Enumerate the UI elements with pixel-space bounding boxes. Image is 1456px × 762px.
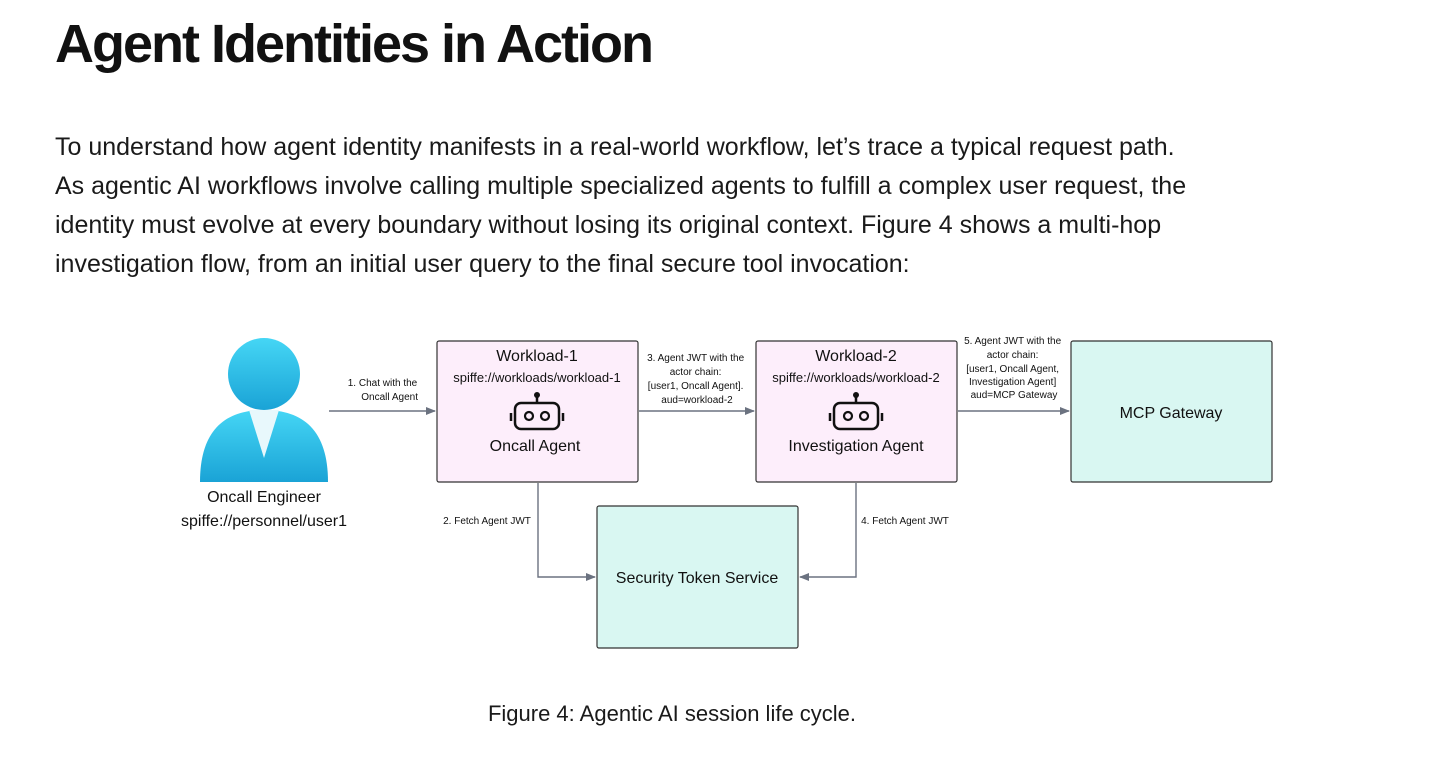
workload-2-spiffe: spiffe://workloads/workload-2	[772, 370, 939, 385]
edge-label-4: 4. Fetch Agent JWT	[861, 516, 949, 527]
edge-fetch-jwt-1	[537, 483, 596, 581]
security-token-service-label: Security Token Service	[616, 570, 779, 587]
edge-label-line: Oncall Agent	[361, 392, 418, 403]
robot-icon	[828, 392, 884, 431]
edge-label-line: 1. Chat with the	[348, 378, 418, 389]
intro-line: identity must evolve at every boundary w…	[55, 211, 1162, 239]
mcp-gateway-label: MCP Gateway	[1120, 405, 1223, 422]
edge-label-line: 3. Agent JWT with the	[647, 353, 745, 364]
edge-label-line: 5. Agent JWT with the	[964, 336, 1062, 347]
edge-label-line: actor chain:	[987, 350, 1039, 361]
robot-icon	[509, 392, 565, 431]
intro-line: investigation flow, from an initial user…	[55, 250, 910, 278]
edge-label-line: aud=MCP Gateway	[971, 390, 1058, 401]
edge-fetch-jwt-2	[799, 483, 857, 581]
workload-1-spiffe: spiffe://workloads/workload-1	[453, 370, 620, 385]
security-token-service-box	[596, 505, 799, 649]
edge-label-line: 2. Fetch Agent JWT	[443, 516, 531, 527]
edge-label-5: 5. Agent JWT with the actor chain: [user…	[964, 336, 1064, 401]
workload-2-box	[755, 340, 958, 483]
edge-label-3: 3. Agent JWT with the actor chain: [user…	[647, 353, 747, 406]
person-icon	[200, 338, 328, 482]
workload-1-box	[436, 340, 639, 483]
edge-label-2: 2. Fetch Agent JWT	[443, 516, 531, 527]
workload-1-agent-label: Oncall Agent	[490, 438, 581, 455]
edge-label-1: 1. Chat with the Oncall Agent	[348, 378, 420, 403]
mcp-gateway-box	[1070, 340, 1273, 483]
workload-2-title: Workload-2	[815, 348, 897, 365]
edge-label-line: [user1, Oncall Agent,	[966, 364, 1059, 375]
edge-label-line: Investigation Agent]	[969, 377, 1057, 388]
user-name: Oncall Engineer	[207, 489, 322, 506]
workload-1-title: Workload-1	[496, 348, 578, 365]
intro-line: As agentic AI workflows involve calling …	[55, 172, 1187, 200]
page-title: Agent Identities in Action	[55, 14, 654, 74]
user-spiffe-id: spiffe://personnel/user1	[181, 513, 347, 530]
edge-label-line: 4. Fetch Agent JWT	[861, 516, 949, 527]
edge-label-line: aud=workload-2	[661, 395, 733, 406]
intro-paragraph: To understand how agent identity manifes…	[55, 128, 1355, 284]
edge-label-line: actor chain:	[670, 367, 722, 378]
edge-label-line: [user1, Oncall Agent].	[648, 381, 744, 392]
intro-line: To understand how agent identity manifes…	[55, 133, 1175, 161]
figure-caption: Figure 4: Agentic AI session life cycle.	[487, 701, 857, 726]
workload-2-agent-label: Investigation Agent	[788, 438, 924, 455]
